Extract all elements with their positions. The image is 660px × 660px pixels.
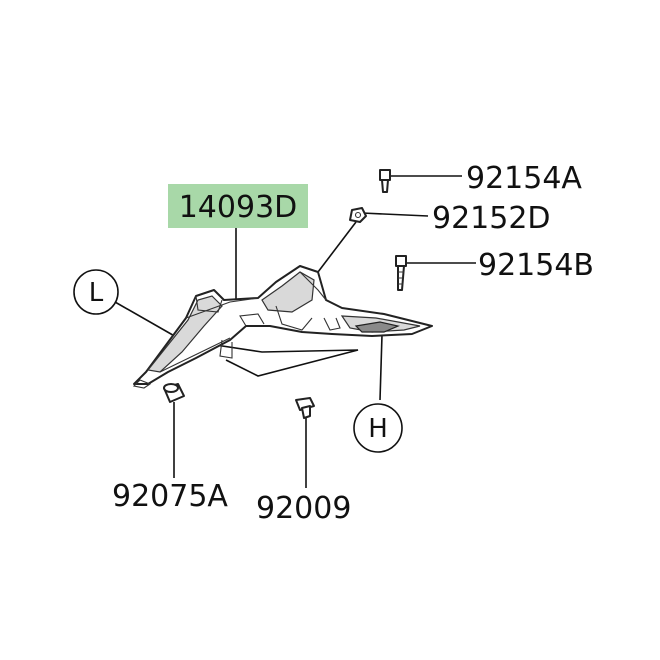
leader-circle-left <box>114 301 179 339</box>
label-92075A[interactable]: 92075A <box>112 479 228 514</box>
bolt-right-icon <box>395 255 407 291</box>
label-92152D[interactable]: 92152D <box>432 201 551 236</box>
nut-top-icon <box>349 207 367 223</box>
callout-right-label: H <box>368 414 388 444</box>
label-92154B[interactable]: 92154B <box>478 248 594 283</box>
main-part-highlight[interactable] <box>168 184 308 228</box>
main-part-label: 14093D <box>179 190 298 225</box>
callout-circle-left <box>73 269 119 315</box>
screw-icon <box>295 397 315 419</box>
callout-left-label: L <box>89 278 104 308</box>
label-92154A[interactable]: 92154A <box>466 161 582 196</box>
bolt-top-icon <box>379 169 391 193</box>
leader-circle-right <box>379 334 383 401</box>
callout-circle-right <box>353 403 403 453</box>
grommet-icon <box>163 383 185 403</box>
leader-mount-guide <box>195 341 359 377</box>
leader-nut-top <box>361 212 429 217</box>
main-bracket-part <box>132 265 433 389</box>
label-92009[interactable]: 92009 <box>256 491 351 526</box>
leader-nut-to-part <box>317 221 357 273</box>
